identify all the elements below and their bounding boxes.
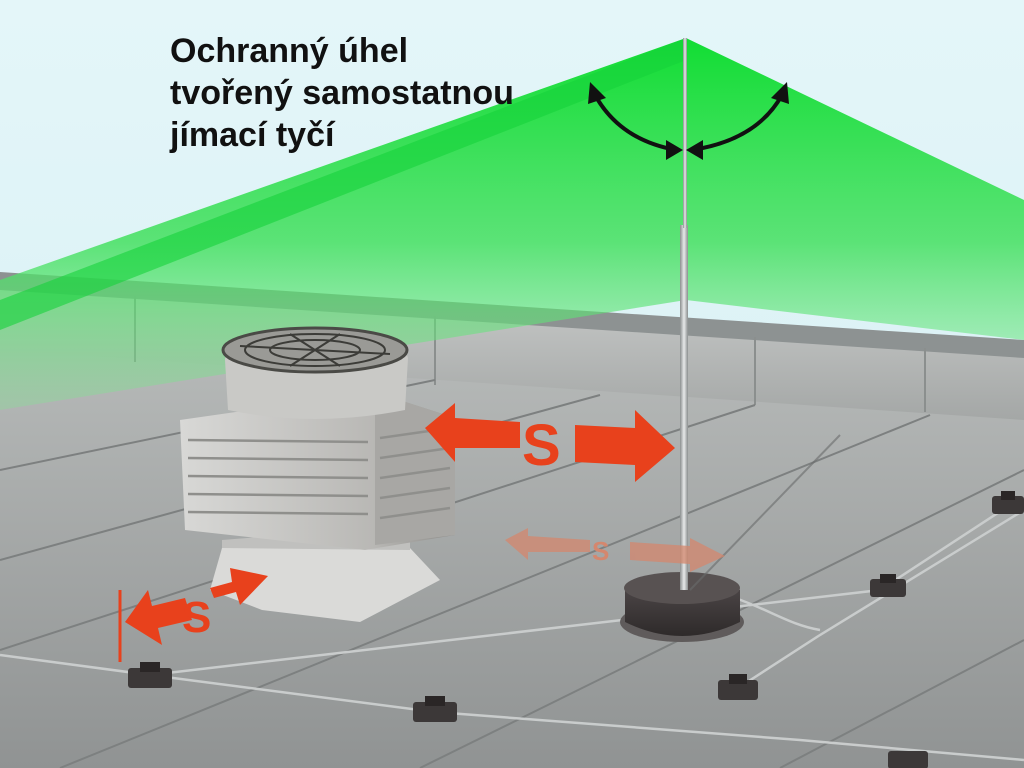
louver-slats [187,426,451,520]
distance-arrow-left [125,568,268,645]
caption-line-3: jímací tyčí [170,116,335,154]
protection-angle-caption: Ochranný úhel tvořený samostatnou jímací… [170,30,570,156]
protection-zone-left-edge [0,38,686,330]
fan-grille [239,333,391,367]
angle-arrows-icon [593,94,784,152]
caption-line-1: Ochranný úhel [170,32,409,70]
distance-arrow-main [425,403,675,482]
lightning-rod [680,38,688,590]
rod-concrete-base [620,572,744,642]
distance-label-ground: S [592,536,609,566]
rod-shadow [689,434,841,591]
distance-arrow-ground [505,528,725,572]
caption-line-2: tvořený samostatnou [170,74,514,112]
angle-arrowheads [588,82,789,160]
protection-zone [0,38,1024,410]
distance-label-main: S [522,413,561,478]
roof-ventilator [180,326,455,622]
distance-label-left: S [182,593,211,642]
conductor-supports [128,491,1024,768]
